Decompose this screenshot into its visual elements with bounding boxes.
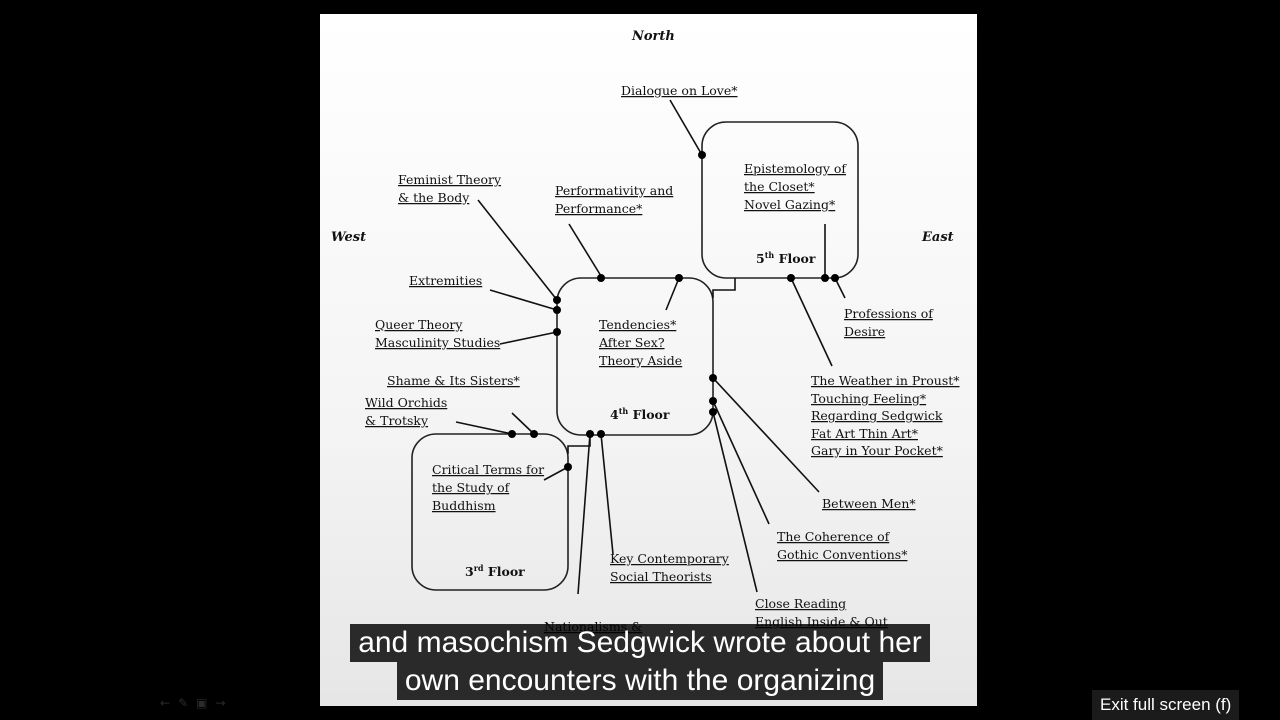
label-shame: Shame & Its Sisters* (387, 373, 521, 388)
label-fat-art: Fat Art Thin Art* (811, 426, 919, 441)
room-4th-floor (556, 277, 714, 436)
label-key-contemporary-2: Social Theorists (610, 569, 712, 584)
back-arrow-icon[interactable]: ← (160, 696, 171, 710)
label-touching-feeling: Touching Feeling* (811, 391, 927, 406)
label-close-reading-1: Close Reading (755, 596, 846, 611)
label-dialogue-on-love: Dialogue on Love* (621, 83, 738, 98)
label-novel-gazing: Novel Gazing* (744, 197, 836, 212)
room-3rd-floor (411, 433, 569, 591)
floor-label-4th: 4th Floor (610, 406, 670, 422)
screen-icon[interactable]: ▣ (196, 696, 208, 710)
label-epistemology-1: Epistemology of (744, 161, 847, 176)
label-between-men: Between Men* (822, 496, 916, 511)
label-masculinity-studies: Masculinity Studies (375, 335, 500, 350)
forward-arrow-icon[interactable]: → (215, 696, 226, 710)
label-critical-terms-2: the Study of (432, 480, 511, 495)
label-gary: Gary in Your Pocket* (811, 443, 944, 458)
direction-east: East (921, 230, 954, 245)
label-weather-in-proust: The Weather in Proust* (811, 373, 960, 388)
subtitles: and masochism Sedgwick wrote about her o… (0, 624, 1280, 700)
label-wild-orchids-2: & Trotsky (365, 413, 429, 428)
label-professions-1: Professions of (844, 306, 934, 321)
label-queer-theory: Queer Theory (375, 317, 463, 332)
label-critical-terms-1: Critical Terms for (432, 462, 544, 477)
label-critical-terms-3: Buddhism (432, 498, 496, 513)
label-professions-2: Desire (844, 324, 885, 339)
floor-label-5th: 5th Floor (756, 250, 816, 266)
room-5th-floor (701, 121, 859, 279)
label-epistemology-2: the Closet* (744, 179, 815, 194)
direction-west: West (331, 230, 366, 245)
connector-3rd-4th (567, 434, 591, 454)
label-performativity-1: Performativity and (555, 183, 673, 198)
subtitle-line-1: and masochism Sedgwick wrote about her (350, 624, 930, 662)
label-wild-orchids-1: Wild Orchids (365, 395, 447, 410)
label-performativity-2: Performance* (555, 201, 643, 216)
subtitle-line-2: own encounters with the organizing (396, 662, 884, 700)
label-key-contemporary-1: Key Contemporary (610, 551, 730, 566)
label-feminist-theory-1: Feminist Theory (398, 172, 502, 187)
connection-dots (508, 151, 839, 471)
label-tendencies: Tendencies* (599, 317, 677, 332)
label-extremities: Extremities (409, 273, 482, 288)
exit-fullscreen-button[interactable]: Exit full screen (f) (1092, 690, 1240, 720)
slide: North West East 5th Floor 4th Floor 3rd … (320, 14, 977, 706)
label-coherence-1: The Coherence of (777, 529, 891, 544)
label-coherence-2: Gothic Conventions* (777, 547, 908, 562)
label-after-sex: After Sex? (598, 335, 665, 350)
floor-map-diagram: North West East 5th Floor 4th Floor 3rd … (331, 29, 960, 634)
pen-icon[interactable]: ✎ (178, 696, 189, 710)
slide-toolbar: ← ✎ ▣ → (160, 696, 226, 710)
direction-north: North (631, 29, 675, 44)
label-regarding-sedgwick: Regarding Sedgwick (811, 408, 943, 423)
floor-label-3rd: 3rd Floor (465, 563, 525, 579)
label-theory-aside: Theory Aside (599, 353, 682, 368)
connector-4th-5th (712, 278, 736, 298)
label-feminist-theory-2: & the Body (398, 190, 470, 205)
